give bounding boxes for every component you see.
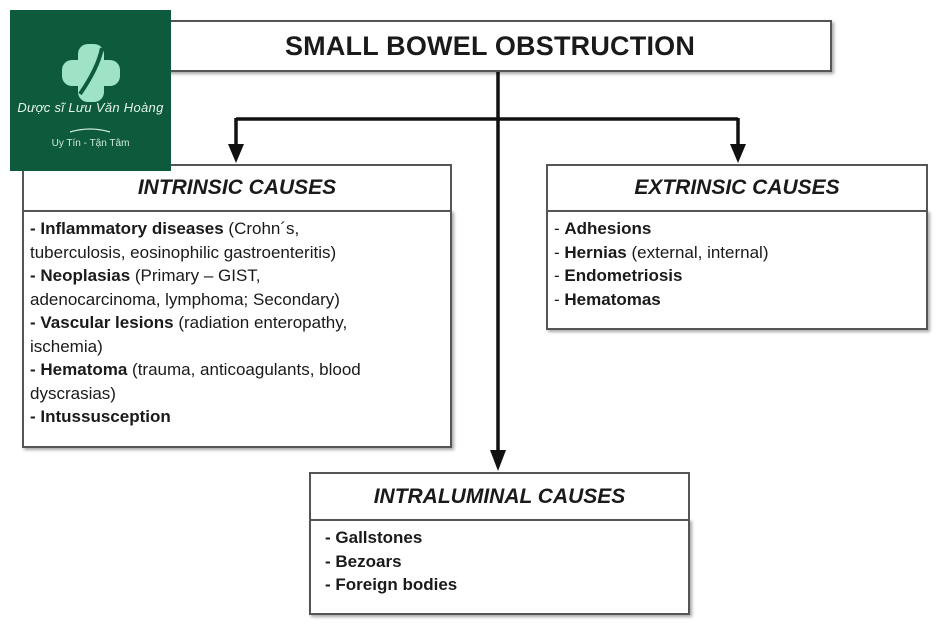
item-detail: (external, internal): [626, 242, 769, 262]
item-bold: Hematomas: [564, 289, 661, 309]
list-item: - Hernias (external, internal): [554, 242, 769, 262]
item-detail: (radiation enteropathy,: [173, 313, 348, 332]
list-item: - Gallstones: [325, 526, 688, 550]
extrinsic-heading: EXTRINSIC CAUSES: [546, 164, 928, 212]
item-detail-cont: ischemia): [30, 336, 103, 356]
extrinsic-list: - Adhesions - Hernias (external, interna…: [546, 210, 928, 330]
item-detail: (Primary – GIST,: [130, 266, 261, 285]
intraluminal-list: - Gallstones - Bezoars - Foreign bodies: [309, 519, 690, 615]
item-bold: - Bezoars: [325, 551, 402, 571]
item-detail-cont: dyscrasias): [30, 383, 116, 403]
item-bold: - Hematoma: [30, 360, 128, 379]
item-bold: - Intussusception: [30, 407, 171, 426]
item-bold: Endometriosis: [564, 266, 683, 285]
list-item: - Endometriosis: [554, 266, 683, 285]
item-bold: - Gallstones: [325, 528, 423, 547]
item-bold: - Vascular lesions: [30, 313, 174, 332]
item-bold: Hernias: [564, 242, 627, 262]
item-bold: - Inflammatory diseases: [30, 219, 224, 238]
item-bold: - Foreign bodies: [325, 575, 458, 594]
pharmacy-cross-icon: [62, 44, 120, 133]
arrowhead-intraluminal: [490, 450, 506, 471]
list-item: - Bezoars: [325, 550, 688, 574]
list-item: - Adhesions: [554, 219, 652, 238]
arrowhead-extrinsic: [730, 144, 746, 163]
logo-tagline: Uy Tín - Tận Tâm: [51, 138, 130, 149]
arrowhead-intrinsic: [228, 144, 244, 163]
item-bold: Adhesions: [564, 219, 652, 238]
list-item: - Hematoma (trauma, anticoagulants, bloo…: [30, 358, 450, 405]
list-item: - Hematomas: [554, 289, 661, 309]
list-item: - Foreign bodies: [325, 573, 688, 597]
item-detail: (Crohn´s,: [223, 219, 300, 238]
item-bold: - Neoplasias: [30, 266, 131, 285]
intrinsic-list: - Inflammatory diseases (Crohn´s, tuberc…: [22, 210, 452, 448]
list-item: - Vascular lesions (radiation enteropath…: [30, 311, 450, 358]
intrinsic-heading: INTRINSIC CAUSES: [22, 164, 452, 212]
brand-logo: Dược sĩ Lưu Văn Hoàng Uy Tín - Tận Tâm: [10, 10, 171, 171]
intraluminal-heading: INTRALUMINAL CAUSES: [309, 472, 690, 521]
list-item: - Intussusception: [30, 405, 450, 429]
item-detail-cont: adenocarcinoma, lymphoma; Secondary): [30, 289, 340, 309]
item-detail-cont: tuberculosis, eosinophilic gastroenterit…: [30, 242, 337, 262]
logo-name: Dược sĩ Lưu Văn Hoàng: [17, 100, 164, 115]
item-detail: (trauma, anticoagulants, blood: [127, 360, 361, 379]
diagram-title: SMALL BOWEL OBSTRUCTION: [148, 20, 832, 72]
list-item: - Inflammatory diseases (Crohn´s, tuberc…: [30, 217, 450, 264]
list-item: - Neoplasias (Primary – GIST, adenocarci…: [30, 264, 450, 311]
